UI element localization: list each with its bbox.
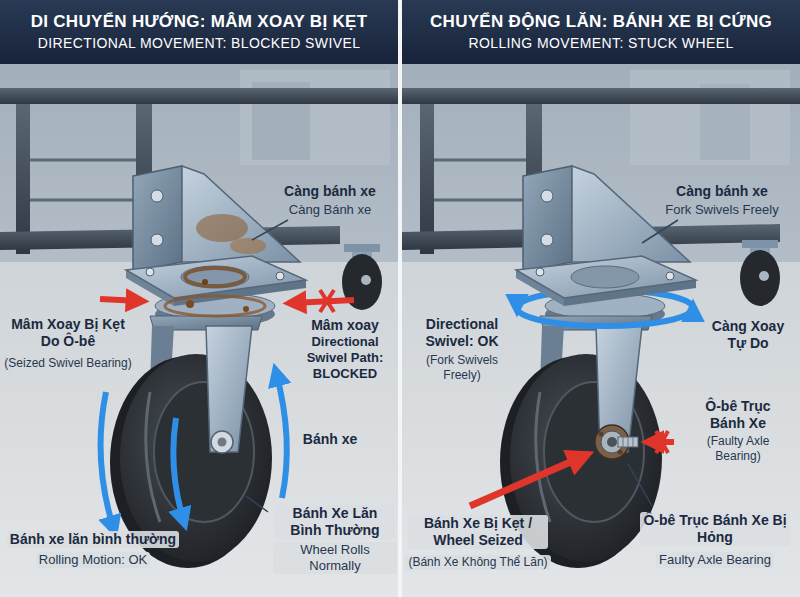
frame-rail (30, 199, 136, 202)
rust-spot (186, 300, 194, 308)
callout-label: Rolling Motion: OK (36, 552, 150, 568)
leader-line (642, 220, 678, 243)
callout-label: Wheel Rolls Normally (273, 542, 397, 574)
panel-subtitle: ROLLING MOVEMENT: STUCK WHEEL (410, 35, 792, 53)
frame-rail (434, 199, 526, 202)
rust (196, 214, 248, 242)
header-band: CHUYỂN ĐỘNG LĂN: BÁNH XE BỊ CỨNG ROLLING … (402, 0, 800, 64)
callout-label: (Seized Swivel Bearing) (4, 356, 131, 371)
rust-spot (618, 450, 623, 455)
callout-label: Ô-bê Trục Bánh Xe Bị Hỏng (640, 512, 790, 546)
rust-spot (243, 306, 249, 312)
callout-label: Càng Xoay Tự Do (702, 318, 794, 352)
callout-label: (Faulty Axle Bearing) (686, 434, 790, 463)
leader-line (252, 220, 288, 240)
panel-title: CHUYỂN ĐỘNG LĂN: BÁNH XE BỊ CỨNG (410, 11, 792, 32)
axle (607, 437, 617, 447)
callout-label: Bánh xe lăn bình thường (7, 531, 179, 548)
workshop-cabinet (630, 70, 790, 165)
rust-ring (165, 296, 265, 316)
bg-caster-hub (759, 271, 769, 281)
callout-label: Ô-bê Trục Bánh Xe (686, 398, 790, 432)
swivel-arrow-front (517, 308, 693, 326)
callout-label: (Bánh Xe Không Thể Lăn) (405, 555, 550, 570)
axle-bolt (618, 437, 638, 447)
callout-label: Càng Bánh xe (289, 202, 371, 218)
bolt-thread (633, 437, 634, 447)
callout-label: Fork Swivels Freely (665, 202, 778, 218)
bg-caster-wheel (740, 250, 780, 306)
frame-rail (434, 159, 526, 162)
rolling-arrow (173, 418, 184, 522)
caster-right (500, 166, 696, 568)
x-mark (320, 290, 334, 312)
leader-line (628, 464, 652, 506)
frame-rail (30, 159, 136, 162)
bg-caster-plate (742, 240, 778, 248)
rust-spot (599, 432, 604, 437)
callout-label: Mâm Xoay Bị Kẹt Do Ô-bê (4, 316, 132, 350)
frame-leg (16, 104, 30, 254)
callout-label: Directional Swivel Path: BLOCKED (295, 334, 395, 382)
seized-arrow (470, 456, 584, 506)
rust-spot (202, 279, 208, 285)
rust-ring (185, 268, 245, 286)
callout-label: (Fork Swivels Freely) (414, 353, 510, 382)
callout-label: Bánh Xe Bị Kẹt / Wheel Seized (408, 515, 548, 549)
blocked-arrow (292, 300, 354, 303)
wall (402, 0, 800, 597)
rust (230, 238, 266, 254)
bolt-thread (623, 437, 624, 447)
callout-label: Mâm xoay (311, 317, 379, 334)
callout-label: Directional Swivel: OK (414, 316, 510, 350)
panel-title: DI CHUYỂN HƯỚNG: MÂM XOAY BỊ KẸT (8, 11, 390, 32)
callout-label: Bánh xe (303, 431, 357, 448)
callout-label: Bánh Xe Lăn Bình Thường (275, 505, 395, 539)
blocked-arrow (100, 299, 140, 301)
wall (0, 0, 398, 597)
bg-caster-hub (361, 275, 371, 285)
workshop-cabinet (240, 70, 390, 165)
callout-label: Faulty Axle Bearing (656, 552, 774, 568)
rolling-arrow (101, 392, 114, 530)
x-mark (656, 431, 668, 453)
frame-beam (0, 88, 398, 104)
frame-beam (402, 88, 800, 104)
leader-line (246, 496, 268, 512)
callout-label: Càng bánh xe (676, 183, 768, 200)
panel-divider (398, 0, 402, 597)
bg-caster-plate (344, 244, 380, 252)
x-mark (320, 290, 334, 312)
header-band: DI CHUYỂN HƯỚNG: MÂM XOAY BỊ KẸT DIRECTIO… (0, 0, 398, 64)
callout-label: Càng bánh xe (284, 183, 376, 200)
x-mark (656, 431, 668, 453)
rolling-arrow (276, 372, 287, 498)
panel-subtitle: DIRECTIONAL MOVEMENT: BLOCKED SWIVEL (8, 35, 390, 53)
bolt-thread (628, 437, 629, 447)
